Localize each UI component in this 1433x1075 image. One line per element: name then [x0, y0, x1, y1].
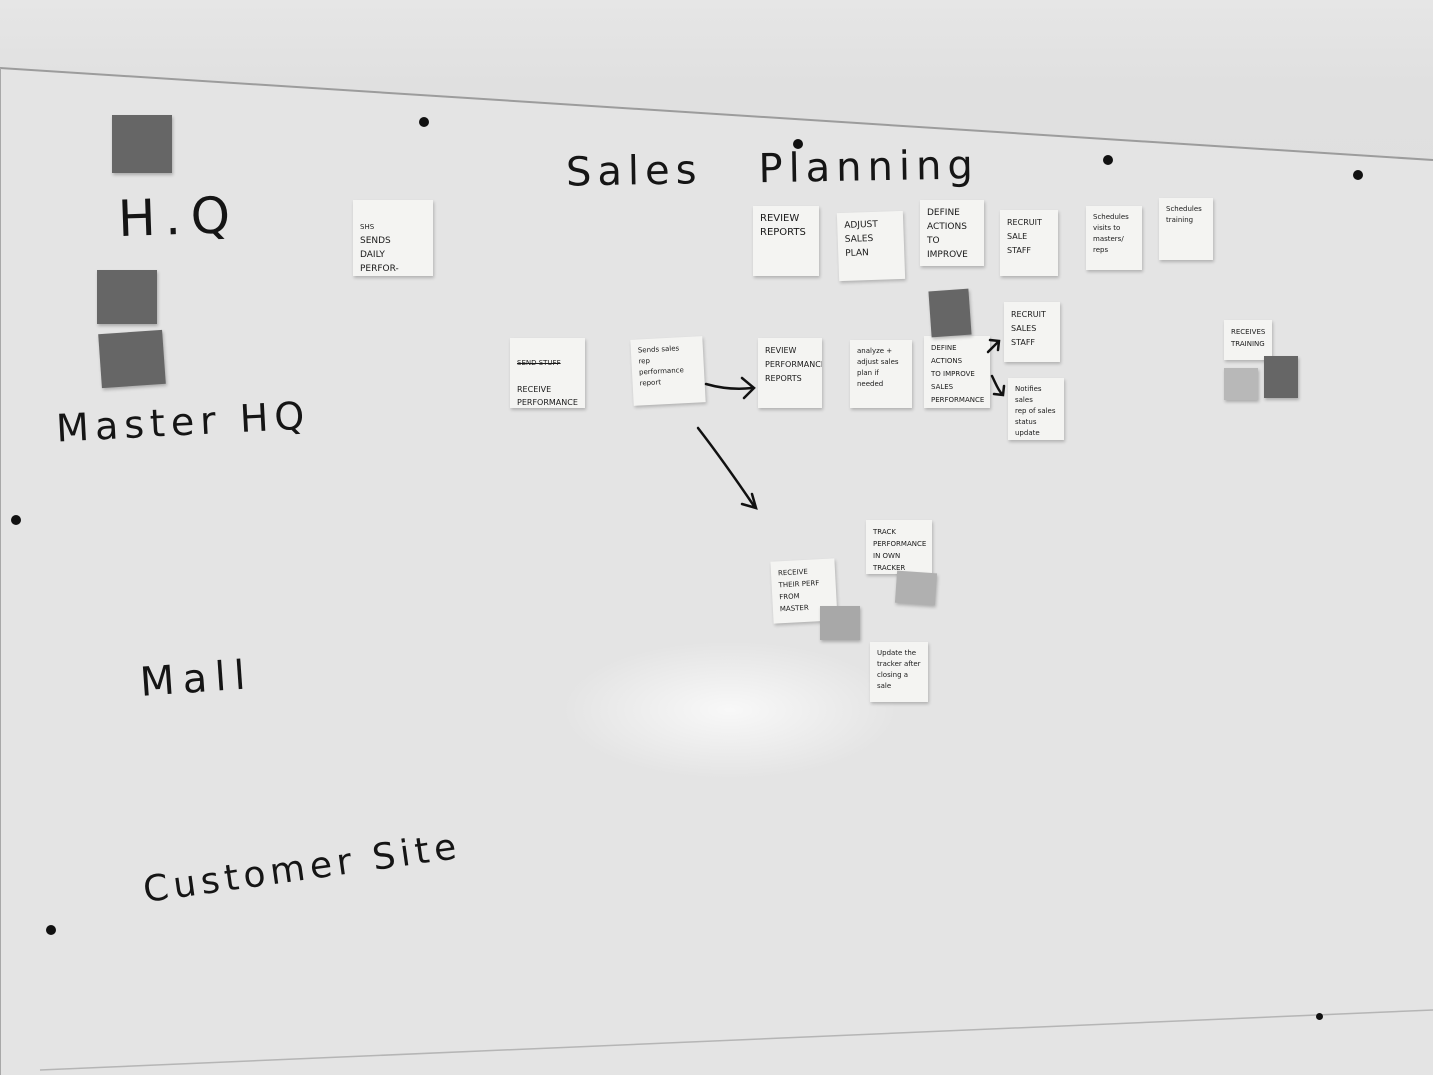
arrow-to-mall-head: [740, 492, 758, 510]
note-mall-update-tracker: Update the tracker after closing a sale: [870, 642, 928, 702]
persona-swatch-master-1: [97, 270, 157, 324]
note-hq-review-reports: REVIEW REPORTS: [753, 206, 819, 276]
pin-7: [1316, 1013, 1323, 1020]
note-strike-text: SEND STUFF: [517, 359, 561, 367]
note-hq-recruit-staff: RECRUIT SALE STAFF: [1000, 210, 1058, 276]
note-mall-track-performance: TRACK PERFORMANCE IN OWN TRACKER: [866, 520, 932, 574]
persona-swatch-mall-1: [820, 606, 860, 640]
arrow-to-review: [704, 382, 754, 391]
note-master-receives-training: RECEIVES TRAINING: [1224, 320, 1272, 360]
note-text: RECEIVE PERFORMANCE REPORTS: [517, 385, 578, 407]
persona-swatch-training-light: [1224, 368, 1258, 400]
note-master-receive-reports: SEND STUFF RECEIVE PERFORMANCE REPORTS: [510, 338, 585, 408]
pin-3: [1103, 155, 1113, 165]
arrow-to-notify: [990, 374, 1004, 396]
note-master-notifies-sales-rep: Notifies sales rep of sales status updat…: [1008, 378, 1064, 440]
note-hq-sends-daily-reports: SHS SENDS DAILY PERFOR- MANCE REPORTS: [353, 200, 433, 276]
note-master-recruit-staff: RECRUIT SALES STAFF: [1004, 302, 1060, 362]
persona-swatch-training-dark: [1264, 356, 1298, 398]
arrow-to-recruit: [986, 340, 1000, 354]
pin-6: [46, 925, 56, 935]
note-master-define-actions: DEFINE ACTIONS TO IMPROVE SALES PERFORMA…: [924, 336, 990, 408]
persona-swatch-hq: [112, 115, 172, 173]
note-text: SENDS DAILY PERFOR- MANCE REPORTS: [360, 236, 399, 274]
arrow-to-notify-head: [992, 384, 1006, 397]
note-master-review-performance: REVIEW PERFORMANCE REPORTS: [758, 338, 822, 408]
pin-4: [1353, 170, 1363, 180]
pin-1: [419, 117, 429, 127]
arrow-to-recruit-head: [988, 338, 1001, 352]
note-hq-schedule-visits: Schedules visits to masters/ reps: [1086, 206, 1142, 270]
note-strike-text: SHS: [360, 223, 375, 231]
note-master-analyze-adjust: analyze + adjust sales plan if needed: [850, 340, 912, 408]
arrow-to-mall: [696, 426, 756, 508]
note-hq-schedules-training: Schedules training: [1159, 198, 1213, 260]
pin-2: [793, 139, 803, 149]
pin-5: [11, 515, 21, 525]
note-hq-define-actions: DEFINE ACTIONS TO IMPROVE: [920, 200, 984, 266]
arrow-to-review-head: [740, 376, 756, 400]
